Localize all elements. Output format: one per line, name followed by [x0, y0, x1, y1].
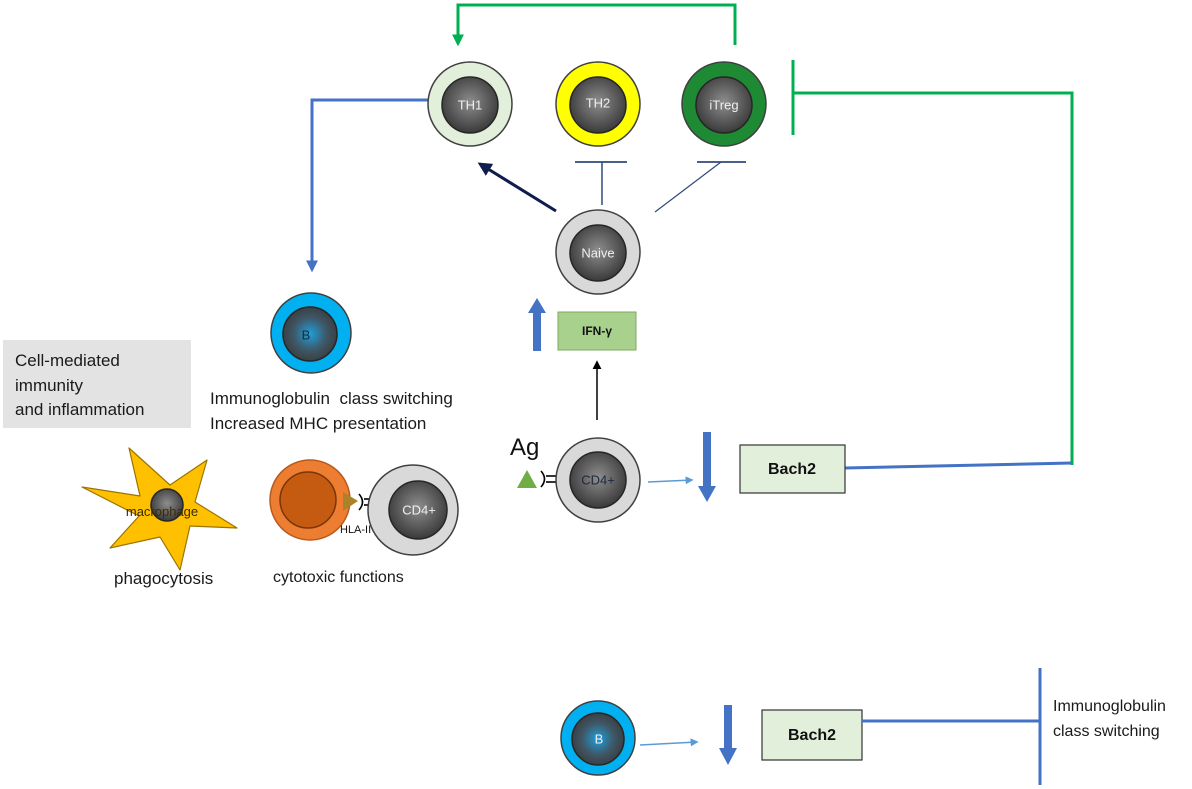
b-cell-to-bach2-arrow [639, 738, 699, 747]
antigen-label: Ag [510, 434, 539, 461]
bach2-bottom-label: Bach2 [788, 727, 836, 744]
itreg-to-th1-feedback-arrow [452, 3, 737, 47]
macrophage-label: macrophage [126, 504, 198, 519]
hla-ligand-triangle [343, 492, 358, 511]
th1-to-b-cell-arrow [306, 98, 428, 273]
bach2-top-connector-line [844, 461, 1073, 470]
b-cell-effect-line-1: Immunoglobulin class switching [210, 389, 453, 408]
cd4-to-bach2-arrow [647, 476, 694, 485]
cd4-main-receptor-arc [540, 470, 546, 488]
itreg-cell-core [695, 76, 753, 134]
bach2-top-box [739, 444, 846, 494]
b-cell-bottom-core [571, 712, 625, 766]
ifn-gamma-label: IFN-γ [582, 324, 612, 338]
th1-cell: TH1 [427, 61, 513, 147]
cd4-presenting-cell-core [388, 480, 448, 540]
naive-cell-label: Naive [581, 245, 614, 260]
cytotoxic-cell-core [279, 471, 337, 529]
cytotoxic-functions-label: cytotoxic functions [273, 569, 404, 586]
cell-mediated-line-3: and inflammation [15, 400, 144, 419]
phagocytosis-label: phagocytosis [114, 569, 213, 588]
cd4-main-receptor [540, 470, 557, 488]
th1-cell-label: TH1 [458, 97, 483, 112]
bach2-bottom-box [761, 709, 863, 761]
cd4-main-cell-label: CD4+ [581, 472, 615, 487]
naive-to-th1-arrow [477, 162, 557, 213]
b-cell-top-core [282, 306, 338, 362]
ifn-gamma-box [557, 311, 637, 351]
cd4-presenting-receptor-arc [358, 493, 364, 511]
cell-mediated-box [3, 340, 191, 428]
b-cell-top-label: B [302, 327, 311, 342]
macrophage-nucleus [150, 488, 184, 522]
b-cell-bottom-label: B [595, 731, 604, 746]
bottom-effect-line-2: class switching [1053, 723, 1160, 740]
cell-mediated-line-1: Cell-mediated [15, 351, 120, 370]
itreg-cell-label: iTreg [709, 97, 738, 112]
bach2-top-decrease-arrow [698, 432, 716, 502]
b-cell-effect-line-2: Increased MHC presentation [210, 414, 426, 433]
bach2-to-treg-inhibition-line [793, 91, 1074, 465]
macrophage: macrophage [81, 447, 238, 571]
naive-to-itreg-inhibit-line [654, 161, 722, 213]
bottom-effect-line-1: Immunoglobulin [1053, 698, 1166, 715]
naive-cell-core [569, 224, 627, 282]
bach2-bottom-decrease-arrow [719, 705, 737, 765]
b-cell-bottom: B [560, 700, 636, 776]
bach2-top-label: Bach2 [768, 461, 816, 478]
itreg-cell: iTreg [681, 61, 767, 147]
th1-cell-core [441, 76, 499, 134]
ifn-gamma-increase-arrow [528, 298, 546, 351]
th2-cell: TH2 [555, 61, 641, 147]
hla-label: HLA-II [340, 524, 371, 536]
naive-cell: Naive [555, 209, 641, 295]
b-cell-top: B [270, 292, 352, 374]
cd4-main-cell: CD4+ [555, 437, 641, 523]
cd4-presenting-cell-label: CD4+ [402, 502, 436, 517]
cd4-presenting-cell: CD4+ [367, 464, 459, 556]
cd4-main-cell-core [569, 451, 627, 509]
cell-mediated-line-2: immunity [15, 376, 84, 395]
th2-cell-label: TH2 [586, 95, 611, 110]
cytotoxic-presenting-cell [269, 459, 358, 541]
antigen-triangle [517, 470, 537, 488]
th2-cell-core [569, 76, 627, 134]
